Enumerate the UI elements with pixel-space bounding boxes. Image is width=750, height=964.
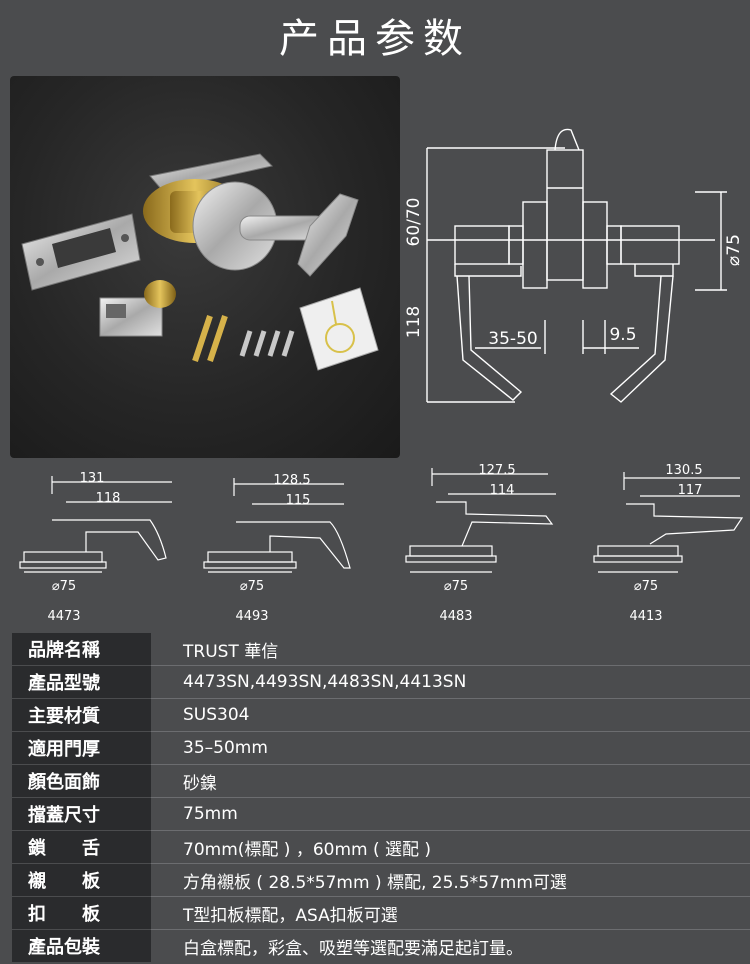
variant-2-rose: ⌀75 bbox=[240, 579, 264, 594]
variant-3-model: 4483 bbox=[439, 609, 472, 624]
drill-template bbox=[299, 287, 379, 371]
lever-lock bbox=[143, 153, 359, 277]
spec-value: 4473SN,4493SN,4483SN,4413SN bbox=[183, 672, 467, 692]
spec-row: 主要材質 SUS304 bbox=[12, 699, 750, 732]
spec-row: 產品包裝 白盒標配，彩盒、吸塑等選配要滿足起訂量。 bbox=[12, 930, 750, 963]
variant-4-model: 4413 bbox=[629, 609, 662, 624]
product-photo bbox=[10, 76, 400, 458]
spec-label: 鎖 舌 bbox=[12, 831, 151, 863]
spec-value: TRUST 華信 bbox=[183, 641, 279, 662]
spec-row: 品牌名稱 TRUST 華信 bbox=[12, 633, 750, 666]
spec-value: 35–50mm bbox=[183, 738, 268, 758]
page-title: 产品参数 bbox=[279, 16, 471, 62]
spec-label: 顏色面飾 bbox=[12, 765, 151, 797]
latch bbox=[99, 280, 176, 337]
spec-label: 主要材質 bbox=[12, 699, 151, 731]
spec-row: 擋蓋尺寸 75mm bbox=[12, 798, 750, 831]
dim-backset: 60/70 bbox=[405, 198, 424, 247]
variant-4-rose: ⌀75 bbox=[634, 579, 658, 594]
dim-projection: 118 bbox=[405, 306, 424, 338]
variant-4-overall: 130.5 bbox=[665, 463, 702, 478]
spec-label: 扣 板 bbox=[12, 897, 151, 929]
spec-row: 產品型號 4473SN,4493SN,4483SN,4413SN bbox=[12, 666, 750, 699]
variant-3-overall: 127.5 bbox=[478, 463, 515, 478]
spec-row: 襯 板 方角襯板 ( 28.5*57mm ) 標配, 25.5*57mm可選 bbox=[12, 864, 750, 897]
strike-plate bbox=[21, 213, 141, 291]
spec-value: 砂鎳 bbox=[183, 773, 217, 794]
spec-row: 鎖 舌 70mm(標配 ) ，60mm ( 選配 ) bbox=[12, 831, 750, 864]
dim-rose-gap: 9.5 bbox=[609, 325, 636, 345]
spec-row: 扣 板 T型扣板標配，ASA扣板可選 bbox=[12, 897, 750, 930]
spec-value: 75mm bbox=[183, 804, 238, 824]
spec-row: 顏色面飾 砂鎳 bbox=[12, 765, 750, 798]
spec-label: 品牌名稱 bbox=[12, 633, 151, 665]
variant-3-rose: ⌀75 bbox=[444, 579, 468, 594]
spec-value: 白盒標配，彩盒、吸塑等選配要滿足起訂量。 bbox=[183, 938, 523, 959]
variant-2-overall: 128.5 bbox=[273, 473, 310, 488]
dim-rose-diameter: ⌀75 bbox=[724, 234, 744, 266]
technical-drawing: 60/70 118 35-50 9.5 ⌀75 bbox=[404, 110, 750, 440]
spec-label: 擋蓋尺寸 bbox=[12, 798, 151, 830]
spec-value: 70mm(標配 ) ，60mm ( 選配 ) bbox=[183, 839, 432, 860]
variant-1-rose: ⌀75 bbox=[52, 579, 76, 594]
spec-label: 襯 板 bbox=[12, 864, 151, 896]
variant-2-lever: 115 bbox=[286, 493, 311, 508]
variant-4-lever: 117 bbox=[678, 483, 703, 498]
spec-label: 產品包裝 bbox=[12, 930, 151, 962]
variant-3-lever: 114 bbox=[490, 483, 515, 498]
spec-value: 方角襯板 ( 28.5*57mm ) 標配, 25.5*57mm可選 bbox=[183, 872, 567, 893]
spec-value: T型扣板標配，ASA扣板可選 bbox=[183, 905, 398, 926]
variant-drawings: 131 118 ⌀75 4473 128.5 115 ⌀75 4493 127.… bbox=[0, 460, 750, 632]
spec-value: SUS304 bbox=[183, 705, 250, 725]
spec-table: 品牌名稱 TRUST 華信 產品型號 4473SN,4493SN,4483SN,… bbox=[12, 633, 750, 964]
spec-label: 產品型號 bbox=[12, 666, 151, 698]
screws bbox=[192, 315, 295, 362]
spec-row: 適用門厚 35–50mm bbox=[12, 732, 750, 765]
spec-label: 適用門厚 bbox=[12, 732, 151, 764]
variant-1-overall: 131 bbox=[80, 471, 105, 486]
variant-1-lever: 118 bbox=[96, 491, 121, 506]
dim-door-thickness: 35-50 bbox=[488, 329, 537, 349]
variant-2-model: 4493 bbox=[235, 609, 268, 624]
variant-1-model: 4473 bbox=[47, 609, 80, 624]
